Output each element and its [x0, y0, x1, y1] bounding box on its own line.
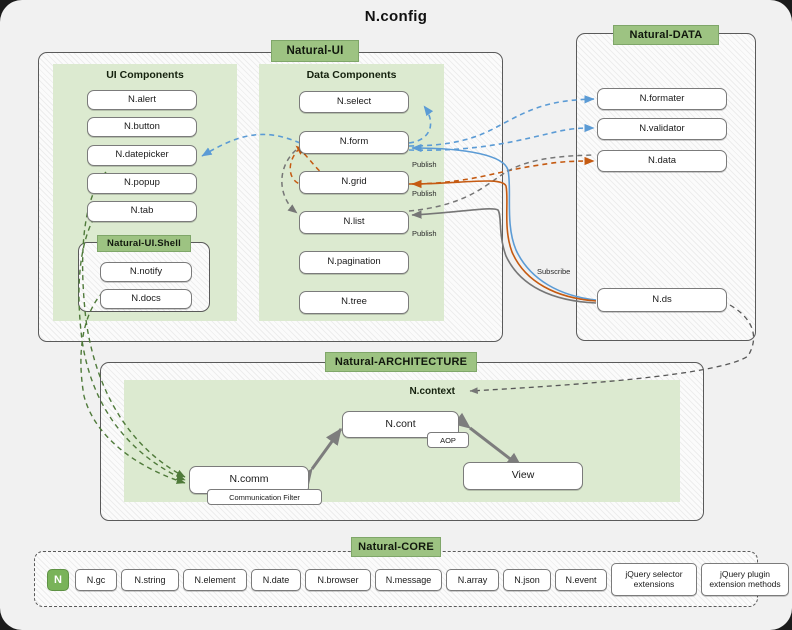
page-title: N.config — [364, 8, 428, 25]
node-n-popup[interactable]: N.popup — [87, 173, 197, 194]
node-n-list[interactable]: N.list — [299, 211, 409, 234]
node-n-data[interactable]: N.data — [597, 150, 727, 172]
edge-label-subscribe: Subscribe — [537, 267, 571, 276]
panel-title-ui-components: UI Components — [106, 69, 184, 81]
edge-label-publish-grid: Publish — [412, 189, 437, 198]
group-title-natural-ui: Natural-UI — [271, 40, 359, 62]
node-view[interactable]: View — [463, 462, 583, 490]
node-n-docs[interactable]: N.docs — [100, 289, 192, 309]
node-n-element[interactable]: N.element — [183, 569, 247, 591]
node-n-string[interactable]: N.string — [121, 569, 179, 591]
node-n-validator[interactable]: N.validator — [597, 118, 727, 140]
node-n-gc[interactable]: N.gc — [75, 569, 117, 591]
node-n-grid[interactable]: N.grid — [299, 171, 409, 194]
node-n-alert[interactable]: N.alert — [87, 90, 197, 110]
node-n-event[interactable]: N.event — [555, 569, 607, 591]
node-n-browser[interactable]: N.browser — [305, 569, 371, 591]
node-n-json[interactable]: N.json — [503, 569, 551, 591]
group-title-natural-core: Natural-CORE — [351, 537, 441, 557]
node-n-date[interactable]: N.date — [251, 569, 301, 591]
tag-aop: AOP — [427, 432, 469, 448]
edge-label-publish-list: Publish — [412, 229, 437, 238]
group-title-natural-architecture: Natural-ARCHITECTURE — [325, 352, 477, 372]
badge-core-n: N — [47, 569, 69, 591]
node-n-tree[interactable]: N.tree — [299, 291, 409, 314]
panel-title-data-components: Data Components — [306, 69, 397, 81]
node-n-pagination[interactable]: N.pagination — [299, 251, 409, 274]
node-n-datepicker[interactable]: N.datepicker — [87, 145, 197, 166]
group-title-natural-data: Natural-DATA — [613, 25, 719, 45]
node-n-tab[interactable]: N.tab — [87, 201, 197, 222]
node-n-array[interactable]: N.array — [446, 569, 499, 591]
group-title-natural-ui-shell: Natural-UI.Shell — [97, 235, 191, 252]
edge-label-publish-form: Publish — [412, 160, 437, 169]
node-n-button[interactable]: N.button — [87, 117, 197, 137]
node-jquery-selector-extensions[interactable]: jQuery selector extensions — [611, 563, 697, 596]
node-n-notify[interactable]: N.notify — [100, 262, 192, 282]
node-n-message[interactable]: N.message — [375, 569, 442, 591]
tag-communication-filter: Communication Filter — [207, 489, 322, 505]
label-n-context: N.context — [409, 386, 455, 397]
node-n-formater[interactable]: N.formater — [597, 88, 727, 110]
node-n-select[interactable]: N.select — [299, 91, 409, 113]
node-n-form[interactable]: N.form — [299, 131, 409, 154]
node-jquery-plugin-extension-methods[interactable]: jQuery plugin extension methods — [701, 563, 789, 596]
node-n-ds[interactable]: N.ds — [597, 288, 727, 312]
